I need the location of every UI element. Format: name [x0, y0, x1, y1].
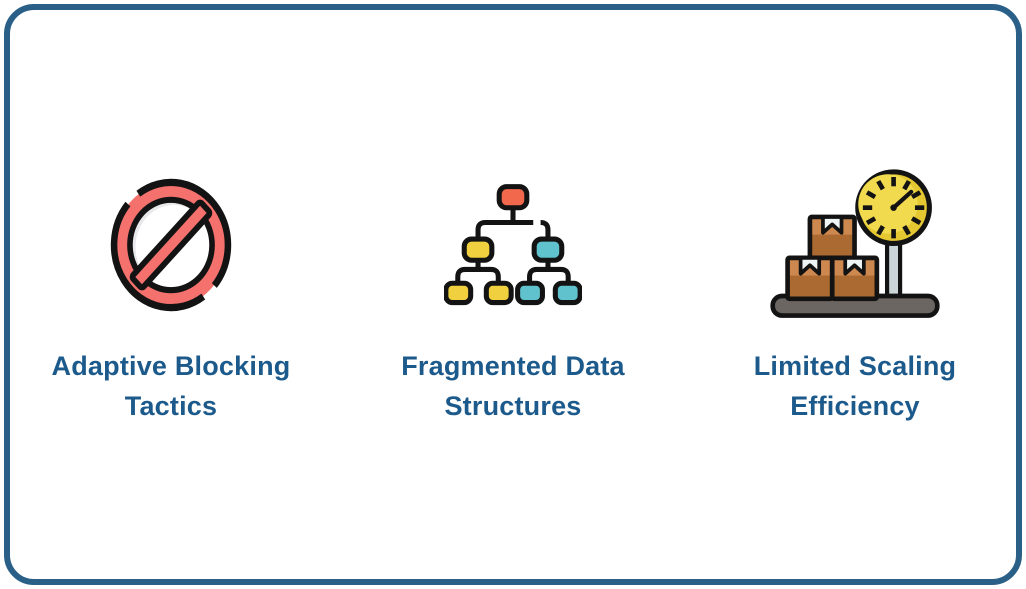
feature-fragmented-data: Fragmented Data Structures — [401, 158, 625, 426]
feature-row: Adaptive Blocking Tactics — [0, 158, 1026, 426]
feature-label-line2: Tactics — [124, 391, 218, 421]
feature-label-line1: Adaptive Blocking — [51, 351, 291, 381]
icon-box — [444, 158, 582, 322]
hierarchy-icon — [444, 184, 582, 306]
feature-label-line2: Efficiency — [790, 391, 920, 421]
cargo-boxes — [785, 214, 880, 302]
icon-box — [769, 158, 941, 322]
scale-dial — [855, 169, 932, 247]
weighing-scale-icon — [770, 169, 940, 318]
feature-label-line1: Fragmented Data — [401, 351, 625, 381]
feature-label-line2: Structures — [444, 391, 582, 421]
icon-box — [101, 158, 241, 322]
feature-label: Limited Scaling Efficiency — [754, 346, 957, 426]
prohibition-icon — [110, 178, 232, 312]
feature-label-line1: Limited Scaling — [753, 351, 957, 381]
feature-adaptive-blocking: Adaptive Blocking Tactics — [52, 158, 291, 426]
feature-label: Fragmented Data Structures — [401, 346, 625, 426]
rounded-border-frame — [4, 4, 1022, 585]
feature-limited-scaling: Limited Scaling Efficiency — [754, 158, 957, 426]
feature-label: Adaptive Blocking Tactics — [52, 346, 291, 426]
